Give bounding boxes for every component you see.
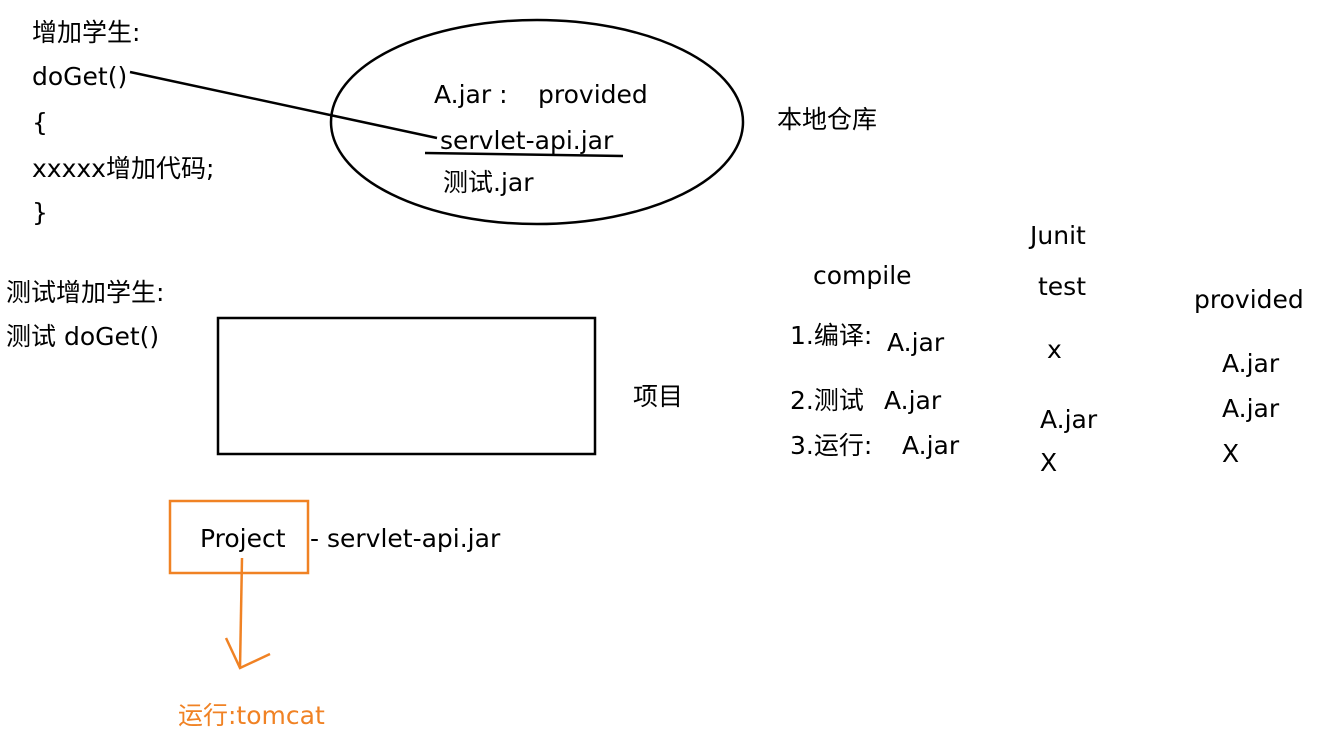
scope-row-label: 3.运行:: [790, 431, 873, 460]
arrow-head-icon: [224, 637, 271, 670]
project-box-label: 项目: [633, 382, 684, 411]
repo-provided: provided: [538, 80, 648, 109]
scope-row-label: 2.测试: [790, 386, 864, 415]
scope-header-provided: provided: [1194, 285, 1304, 314]
scope-row-compile: A.jar: [887, 328, 945, 357]
project-arrow-shaft: [238, 557, 244, 669]
code-line-open-brace: {: [32, 108, 48, 137]
project-orange-box: [168, 499, 310, 575]
run-tomcat-label: 运行:tomcat: [178, 701, 325, 730]
test-line-add-student: 测试增加学生:: [6, 278, 165, 307]
scope-header-compile: compile: [813, 261, 912, 290]
scope-row-label: 1.编译:: [790, 321, 873, 350]
scope-row-test: x: [1047, 335, 1062, 364]
doget-to-servlet-line: [129, 70, 438, 140]
repo-label: 本地仓库: [777, 105, 878, 134]
repo-jar-a: A.jar :: [434, 80, 508, 109]
scope-header-test: test: [1038, 272, 1087, 301]
scope-row-compile: A.jar: [884, 386, 942, 415]
repo-servlet-api: servlet-api.jar: [440, 126, 614, 155]
scope-row-provided: X: [1222, 439, 1240, 468]
code-line-doget: doGet(): [32, 62, 128, 91]
repo-test-jar: 测试.jar: [443, 168, 534, 197]
test-line-doget: 测试 doGet(): [6, 322, 160, 351]
project-dependency: - servlet-api.jar: [310, 524, 501, 553]
servlet-underline: [424, 151, 624, 158]
scope-header-junit: Junit: [1030, 221, 1086, 250]
project-rectangle: [216, 316, 597, 456]
scope-row-provided: A.jar: [1222, 394, 1280, 423]
code-line-add-student: 增加学生:: [32, 18, 141, 47]
scope-row-test: A.jar: [1040, 405, 1098, 434]
repository-ellipse: [329, 18, 745, 226]
project-label: Project: [200, 524, 286, 553]
scope-row-test: X: [1040, 448, 1058, 477]
code-line-add-code: xxxxx增加代码;: [32, 154, 215, 183]
scope-row-compile: A.jar: [902, 431, 960, 460]
scope-row-provided: A.jar: [1222, 349, 1280, 378]
code-line-close-brace: }: [32, 198, 48, 227]
